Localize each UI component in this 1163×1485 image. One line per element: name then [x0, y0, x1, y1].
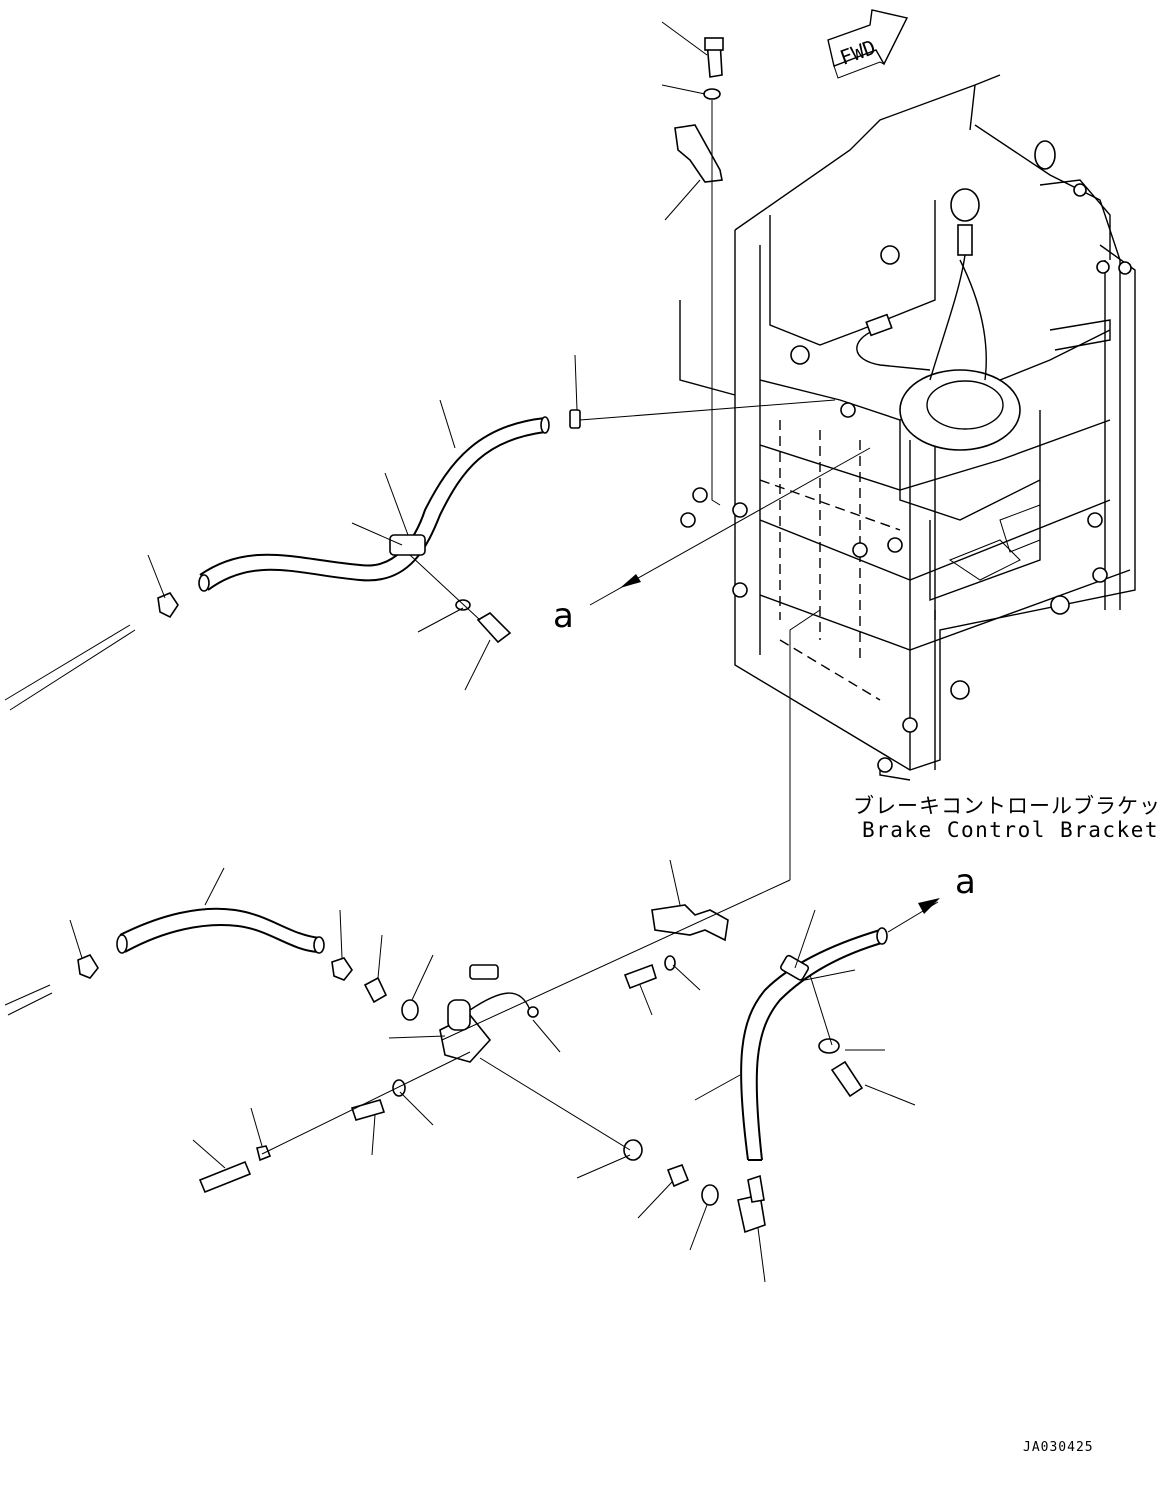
drawing-code: JA030425 — [1023, 1440, 1094, 1455]
upper-clip-assembly — [661, 21, 724, 506]
view-reference-a-upper: a — [553, 596, 574, 636]
upper-hose-assembly — [4, 354, 836, 711]
view-reference-a-lower: a — [955, 862, 976, 902]
brake-control-bracket-frame — [679, 74, 1136, 781]
fwd-arrow-icon: FWD — [827, 9, 909, 79]
caption-japanese: ブレーキコントロールブラケット — [853, 794, 1163, 818]
leader-arrow-icon — [589, 447, 871, 606]
solenoid-valve-assembly — [4, 609, 821, 1194]
lower-right-hose-assembly — [637, 898, 940, 1283]
caption-english: Brake Control Bracket — [862, 818, 1160, 842]
